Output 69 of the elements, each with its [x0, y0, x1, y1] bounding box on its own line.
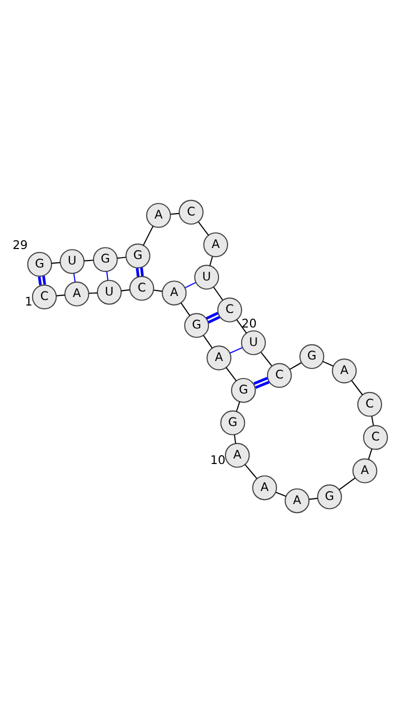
connector: [154, 290, 162, 292]
node-circle: A: [284, 488, 310, 514]
node-circle: U: [194, 264, 220, 290]
connector: [236, 319, 247, 334]
node-label: 29: [12, 238, 28, 252]
node-circle: G: [220, 410, 246, 436]
node-circle: C: [363, 425, 388, 450]
connector: [142, 226, 154, 246]
node-circle: G: [184, 313, 210, 338]
connector: [309, 498, 318, 500]
connector: [351, 380, 363, 396]
node-circle: C: [357, 392, 382, 417]
connector: [84, 260, 94, 262]
connector: [73, 273, 76, 282]
connector: [226, 367, 237, 382]
connector: [184, 282, 196, 288]
connector: [338, 478, 356, 490]
node-circle: A: [203, 232, 228, 258]
node-circle: C: [32, 284, 57, 310]
node-circle: A: [252, 475, 278, 500]
connector: [117, 256, 126, 259]
connector: [253, 376, 270, 389]
connector: [121, 289, 130, 292]
connector: [368, 448, 372, 460]
node-circle: A: [64, 282, 90, 306]
connector: [230, 347, 242, 354]
connector: [180, 302, 190, 316]
node-circle: A: [224, 442, 250, 468]
node-circle: C: [129, 276, 154, 301]
connector: [198, 222, 209, 236]
connector: [38, 276, 46, 286]
connector: [234, 434, 236, 444]
connector: [289, 362, 302, 370]
node-circle: C: [217, 298, 242, 322]
node-circle: C: [178, 200, 204, 225]
connector: [213, 286, 224, 300]
node-circle: U: [96, 280, 122, 305]
connector: [276, 492, 286, 497]
connector: [371, 416, 374, 426]
node-circle: C: [266, 363, 292, 388]
connector: [136, 268, 144, 277]
node-circle: A: [332, 358, 357, 384]
connector: [236, 402, 240, 412]
connector: [260, 352, 272, 366]
node-label: 20: [242, 316, 257, 330]
connector: [170, 212, 180, 215]
node-circle: A: [352, 458, 378, 484]
node-circle: G: [92, 247, 118, 272]
node-circle: G: [299, 344, 324, 370]
node-circle: U: [241, 330, 266, 356]
connector: [209, 256, 213, 266]
connector: [52, 262, 60, 264]
node-circle: G: [317, 484, 342, 510]
node-circle: U: [60, 249, 85, 274]
node-circle: A: [162, 280, 187, 306]
node-circle: G: [125, 243, 150, 268]
connector: [88, 292, 98, 294]
connector: [56, 294, 65, 296]
node-label: 10: [210, 452, 226, 467]
connector: [244, 464, 258, 479]
connector: [106, 271, 108, 281]
connector: [206, 312, 220, 324]
node-circle: A: [206, 346, 232, 370]
connector: [203, 335, 213, 348]
node-label: 1: [24, 294, 32, 308]
node-circle: A: [146, 202, 171, 228]
connector: [322, 360, 334, 367]
node-circle: G: [231, 378, 256, 403]
node-circle: G: [27, 252, 52, 277]
